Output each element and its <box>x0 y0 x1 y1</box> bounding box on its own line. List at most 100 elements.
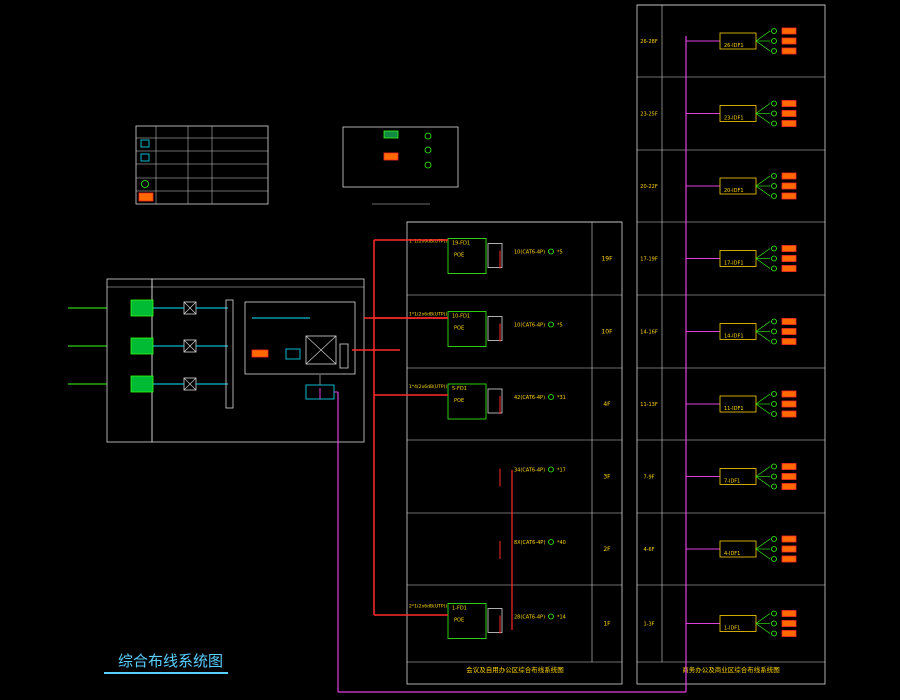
branch-outlet-icon <box>771 610 777 617</box>
branch-panel <box>781 182 797 190</box>
odf-cross <box>183 339 197 353</box>
branch-outlet-icon <box>771 463 777 470</box>
legend-symbol-port <box>140 139 150 148</box>
branch-panel <box>781 338 797 345</box>
idf-branch <box>755 113 771 124</box>
notes-block <box>342 126 459 205</box>
branch-outlet-icon <box>771 110 777 117</box>
outlet-count: *5 <box>557 250 563 256</box>
outlet-spec: 10(CAT6-4P) <box>514 250 545 256</box>
idf-branch <box>755 321 771 332</box>
idf-name: 7-IDF1 <box>724 479 740 485</box>
patch-frame <box>487 316 503 341</box>
branch-panel <box>781 610 797 617</box>
branch-outlet-icon <box>771 556 777 562</box>
branch-panel <box>781 100 797 107</box>
branch-outlet-icon <box>771 255 777 262</box>
idf-branch <box>755 393 771 405</box>
outlet-count: *5 <box>557 323 563 329</box>
floor-switch-box <box>447 603 487 639</box>
odf-cross <box>183 301 197 315</box>
switch-name: 1-FD1 <box>452 606 467 612</box>
floor-switch-box <box>447 311 487 347</box>
legend-border <box>135 125 269 205</box>
branch-panel <box>781 463 797 470</box>
branch-panel <box>781 172 797 180</box>
branch-outlet-icon <box>771 401 777 407</box>
branch-outlet-icon <box>771 338 777 345</box>
right-panel-caption: 商务办公及商业区综合布线系统图 <box>682 665 780 674</box>
idf-name: 23-IDF1 <box>724 116 744 122</box>
outlet-count: *40 <box>557 540 566 546</box>
outlet-icon <box>548 248 554 255</box>
outlet-icon <box>548 613 554 620</box>
outlet-spec: 42(CAT6-4P) <box>514 395 545 401</box>
legend-symbol-switch <box>140 153 150 162</box>
floor-range: 11-13F <box>640 402 658 408</box>
floor-range: 17-19F <box>640 257 658 263</box>
branch-panel <box>781 110 797 117</box>
distribution-frame <box>225 299 234 409</box>
outlet-spec: 8X(CAT6-4P) <box>514 540 545 546</box>
idf-branch <box>755 476 771 487</box>
legend-symbol-panel <box>138 192 154 202</box>
branch-panel <box>781 483 797 490</box>
branch-panel <box>781 120 797 127</box>
uplink-spec: 1*1(2x6dB(UTP)) <box>409 239 447 245</box>
branch-panel <box>781 37 797 45</box>
outlet-icon <box>548 321 554 328</box>
idf-branch <box>755 175 771 187</box>
branch-outlet-icon <box>771 620 777 627</box>
patch-frame <box>487 608 503 633</box>
branch-panel <box>781 390 797 398</box>
branch-panel <box>781 318 797 325</box>
outlet-count: *14 <box>557 615 566 621</box>
floor-label: 2F <box>603 546 611 553</box>
patch-panel <box>130 337 154 355</box>
floor-range: 1-3F <box>643 622 654 628</box>
idf-branch <box>755 185 771 197</box>
branch-outlet-icon <box>771 630 777 637</box>
legend-symbol-outlet <box>141 180 149 188</box>
floor-range: 20-22F <box>640 184 658 190</box>
core-rack <box>244 301 356 375</box>
notes-symbol-1 <box>383 130 399 139</box>
poe-label: POE <box>454 618 464 624</box>
outlet-spec: 28(CAT6-4P) <box>514 615 545 621</box>
core-patch <box>339 343 349 369</box>
branch-panel <box>781 473 797 480</box>
branch-outlet-icon <box>771 28 777 34</box>
branch-outlet-icon <box>771 473 777 480</box>
floor-range: 7-9F <box>643 475 654 481</box>
branch-outlet-icon <box>771 483 777 490</box>
branch-outlet-icon <box>771 391 777 397</box>
idf-name: 1-IDF1 <box>724 626 740 632</box>
poe-label: POE <box>454 253 464 259</box>
idf-branch <box>755 30 771 42</box>
switch-name: 19-FD1 <box>452 241 470 247</box>
branch-panel <box>781 47 797 55</box>
switch-name: 10-FD1 <box>452 314 470 320</box>
floor-label: 19F <box>601 256 613 263</box>
left-panel-caption: 会议及自用办公区综合布线系统图 <box>466 665 564 674</box>
idf-branch <box>755 538 771 550</box>
idf-branch <box>755 331 771 342</box>
branch-outlet-icon <box>771 411 777 417</box>
floor-label: 10F <box>601 329 613 336</box>
outlet-spec: 34(CAT6-4P) <box>514 468 545 474</box>
branch-panel <box>781 535 797 543</box>
odf-cross <box>183 377 197 391</box>
uplink-spec: 1*4(2x6dB(UTP)) <box>409 384 447 390</box>
patch-panel <box>130 299 154 317</box>
idf-branch <box>755 258 771 269</box>
branch-outlet-icon <box>771 48 777 54</box>
poe-label: POE <box>454 398 464 404</box>
branch-outlet-icon <box>771 173 777 179</box>
floor-switch-box <box>447 383 487 420</box>
core-switch-cross <box>305 335 337 365</box>
equipment-room <box>151 278 365 443</box>
symbol-legend-table <box>135 125 269 205</box>
outlet-count: *17 <box>557 468 566 474</box>
